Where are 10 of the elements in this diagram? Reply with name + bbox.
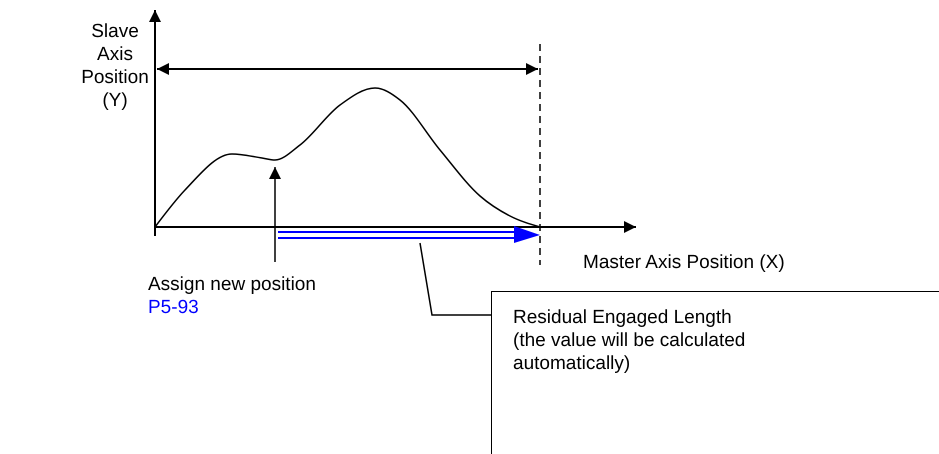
residual-length-arrow <box>278 226 541 243</box>
y-axis-title: Slave Axis Position (Y) <box>80 20 150 112</box>
arrow <box>269 167 281 262</box>
annotation-text: Assign new position <box>148 273 316 296</box>
callout-text: Residual Engaged Length (the value will be calculated automatically) <box>513 306 746 375</box>
callout-box <box>491 291 939 454</box>
leader-line <box>419 242 491 316</box>
cam-curve <box>154 87 540 228</box>
parameter-code: P5-93 <box>148 296 199 319</box>
x-axis-title: Master Axis Position (X) <box>583 251 786 274</box>
